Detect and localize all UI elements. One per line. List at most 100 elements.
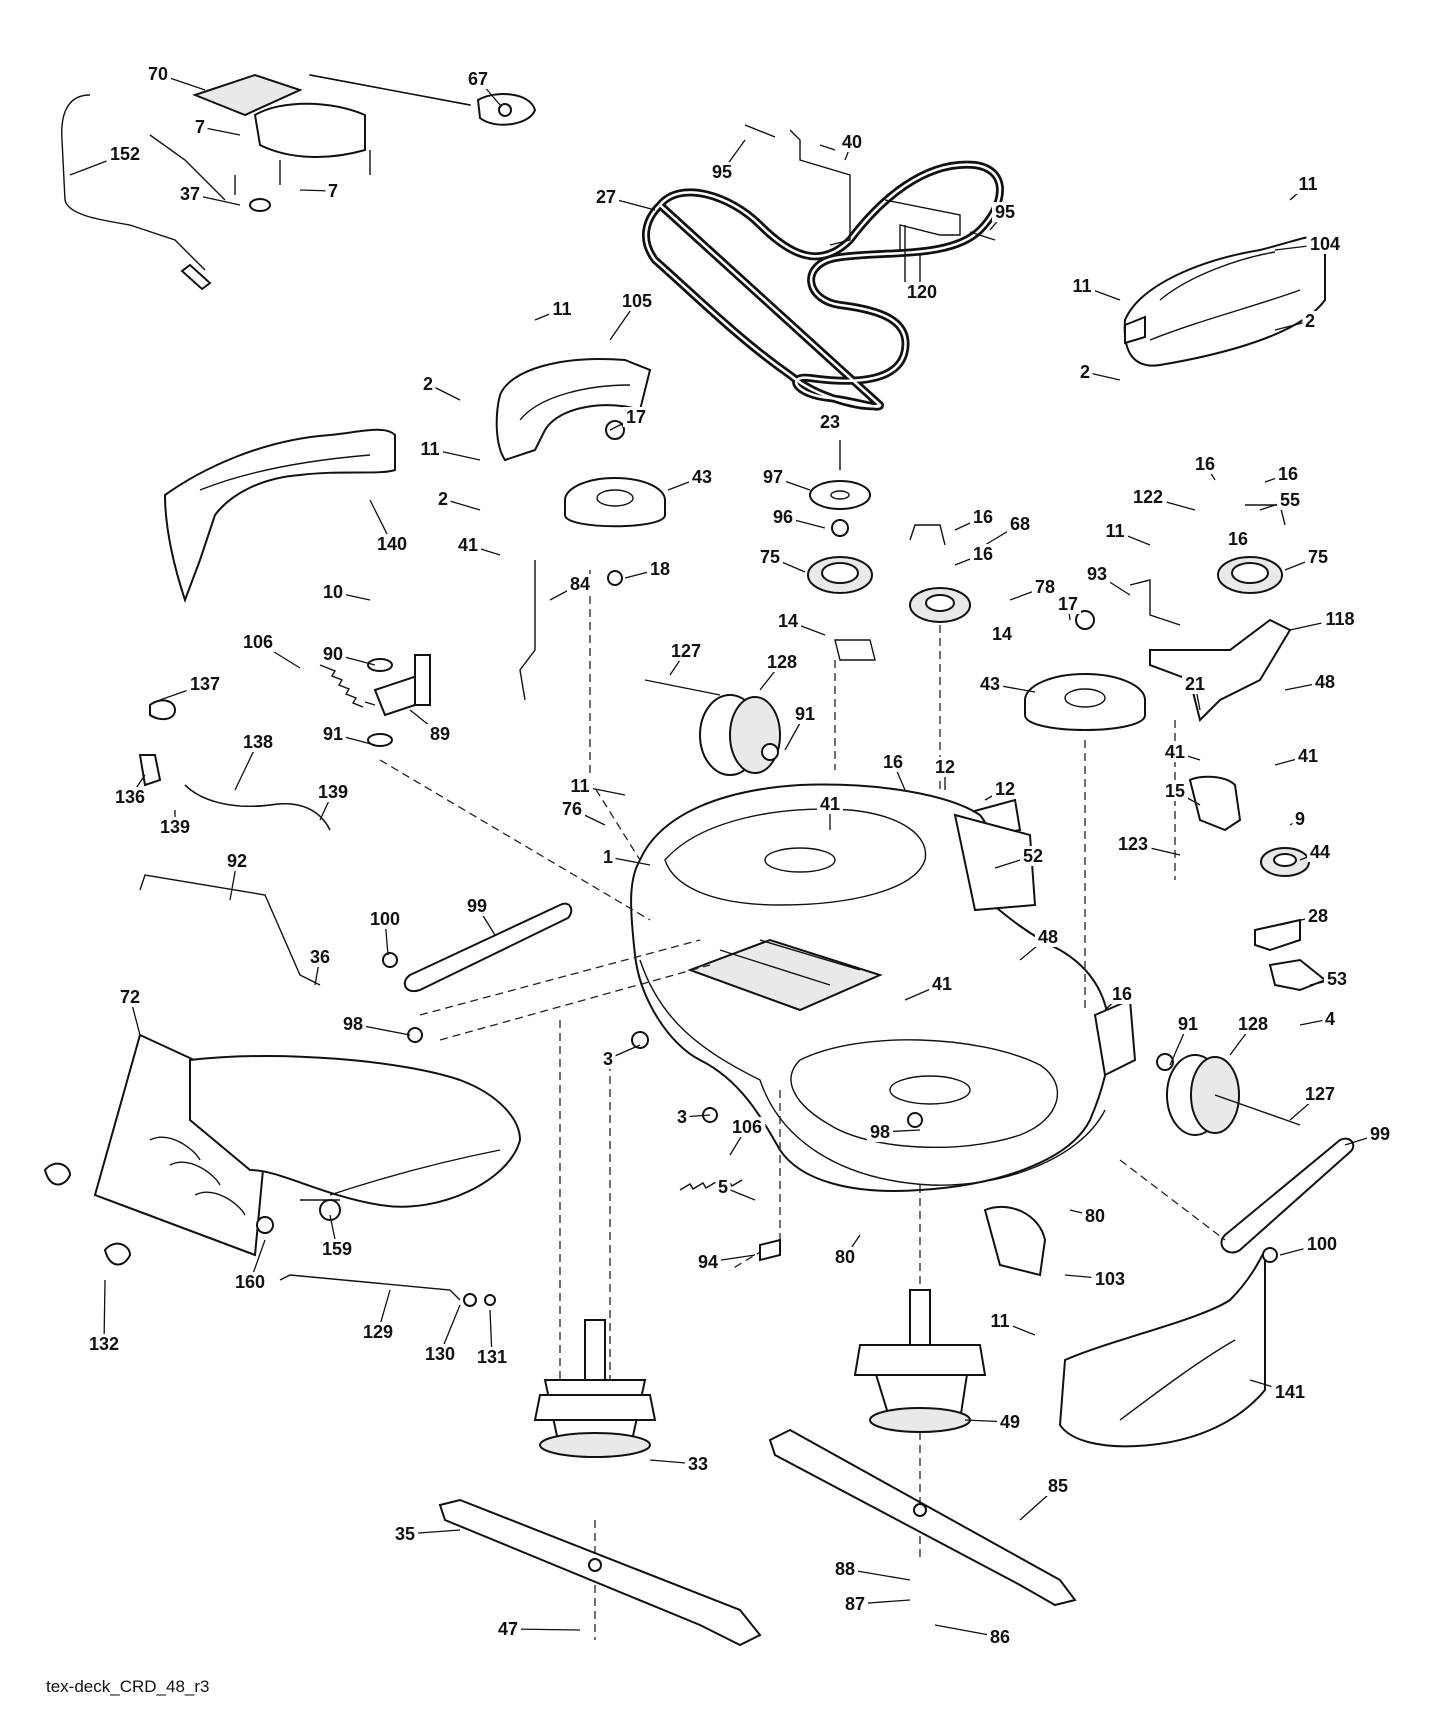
part-callout: 160 xyxy=(235,1272,265,1292)
belt-cover-right xyxy=(1123,234,1326,367)
callout-backdrop xyxy=(359,1322,397,1342)
part-callout: 68 xyxy=(1010,514,1030,534)
callout-backdrop xyxy=(1007,514,1033,534)
part-callout: 11 xyxy=(1105,521,1124,541)
part-callout: 12 xyxy=(995,779,1015,799)
part-callout: 159 xyxy=(322,1239,352,1259)
callout-backdrop xyxy=(685,1454,711,1474)
pulley-cover-left xyxy=(495,358,652,462)
part-callout: 16 xyxy=(1195,454,1215,474)
callout-backdrop xyxy=(392,1524,418,1544)
callout-backdrop xyxy=(145,64,171,84)
callout-backdrop xyxy=(600,1049,616,1069)
callout-backdrop xyxy=(987,1311,1013,1331)
callout-backdrop xyxy=(1035,927,1061,947)
part-callout: 18 xyxy=(650,559,670,579)
part-callout: 93 xyxy=(1087,564,1107,584)
part-callout: 137 xyxy=(190,674,220,694)
part-callout: 2 xyxy=(1305,311,1315,331)
part-callout: 99 xyxy=(467,896,487,916)
callout-backdrop xyxy=(832,1247,858,1267)
callout-backdrop xyxy=(1162,742,1188,762)
callout-backdrop xyxy=(1234,1014,1272,1034)
part-callout: 87 xyxy=(845,1594,865,1614)
part-callout: 52 xyxy=(1023,846,1043,866)
part-callout: 140 xyxy=(377,534,407,554)
callout-backdrop xyxy=(224,851,250,871)
callout-backdrop xyxy=(760,467,786,487)
part-callout: 127 xyxy=(671,641,701,661)
callout-backdrop xyxy=(618,291,656,311)
part-callout: 76 xyxy=(562,799,582,819)
callout-backdrop xyxy=(1162,781,1188,801)
callout-backdrop xyxy=(903,282,941,302)
part-callout: 48 xyxy=(1315,672,1335,692)
callout-backdrop xyxy=(728,1117,766,1137)
part-callout: 11 xyxy=(1298,174,1317,194)
part-callout: 123 xyxy=(1118,834,1148,854)
callout-backdrop xyxy=(1302,311,1318,331)
part-callout: 139 xyxy=(318,782,348,802)
part-callout: 43 xyxy=(692,467,712,487)
part-callout: 7 xyxy=(195,117,205,137)
callout-backdrop xyxy=(1312,672,1338,692)
part-callout: 33 xyxy=(688,1454,708,1474)
discharge-chute xyxy=(93,1033,522,1257)
callout-backdrop xyxy=(1182,674,1208,694)
callout-backdrop xyxy=(455,535,481,555)
part-callout: 99 xyxy=(1370,1124,1390,1144)
callout-backdrop xyxy=(464,896,490,916)
callout-backdrop xyxy=(427,724,453,744)
callout-backdrop xyxy=(1102,521,1128,541)
part-callout: 16 xyxy=(883,752,903,772)
part-callout: 100 xyxy=(1307,1234,1337,1254)
wash-hose xyxy=(138,699,331,831)
callout-backdrop xyxy=(757,547,783,567)
callout-backdrop xyxy=(992,779,1018,799)
callout-backdrop xyxy=(1084,564,1110,584)
part-callout: 139 xyxy=(160,817,190,837)
part-callout: 2 xyxy=(438,489,448,509)
part-callout: 3 xyxy=(603,1049,613,1069)
callout-backdrop xyxy=(880,752,906,772)
callout-backdrop xyxy=(1225,529,1251,549)
callout-backdrop xyxy=(1322,1009,1338,1029)
callout-backdrop xyxy=(1306,234,1344,254)
callout-backdrop xyxy=(1069,276,1095,296)
drive-belt xyxy=(641,160,1004,411)
part-callout: 128 xyxy=(1238,1014,1268,1034)
blades xyxy=(438,1428,1077,1647)
part-callout: 132 xyxy=(89,1334,119,1354)
part-callout: 96 xyxy=(773,507,793,527)
spindles xyxy=(533,1289,987,1458)
part-callout: 37 xyxy=(180,184,200,204)
callout-backdrop xyxy=(320,724,346,744)
callout-backdrop xyxy=(373,534,411,554)
part-callout: 138 xyxy=(243,732,273,752)
side-deflector xyxy=(983,1205,1266,1448)
part-callout: 41 xyxy=(1298,746,1318,766)
leader-line xyxy=(103,1279,106,1345)
callout-backdrop xyxy=(674,1107,690,1127)
part-callout: 118 xyxy=(1325,609,1354,629)
callout-backdrop xyxy=(1114,834,1152,854)
belt-guides xyxy=(744,124,996,286)
part-callout: 80 xyxy=(835,1247,855,1267)
part-callout: 105 xyxy=(622,291,652,311)
callout-backdrop xyxy=(549,299,575,319)
callout-backdrop xyxy=(1301,1084,1339,1104)
callout-backdrop xyxy=(1321,609,1359,629)
callout-backdrop xyxy=(314,782,352,802)
part-callout: 17 xyxy=(1058,594,1078,614)
callout-backdrop xyxy=(1307,842,1333,862)
callout-backdrop xyxy=(1367,1124,1393,1144)
part-callout: 90 xyxy=(323,644,343,664)
callout-backdrop xyxy=(417,439,443,459)
callout-backdrop xyxy=(340,1014,366,1034)
callout-backdrop xyxy=(1275,464,1301,484)
part-callout: 41 xyxy=(932,974,952,994)
callout-backdrop xyxy=(1277,490,1303,510)
callout-backdrop xyxy=(867,1122,893,1142)
part-callout: 130 xyxy=(425,1344,455,1364)
callout-backdrop xyxy=(186,674,224,694)
